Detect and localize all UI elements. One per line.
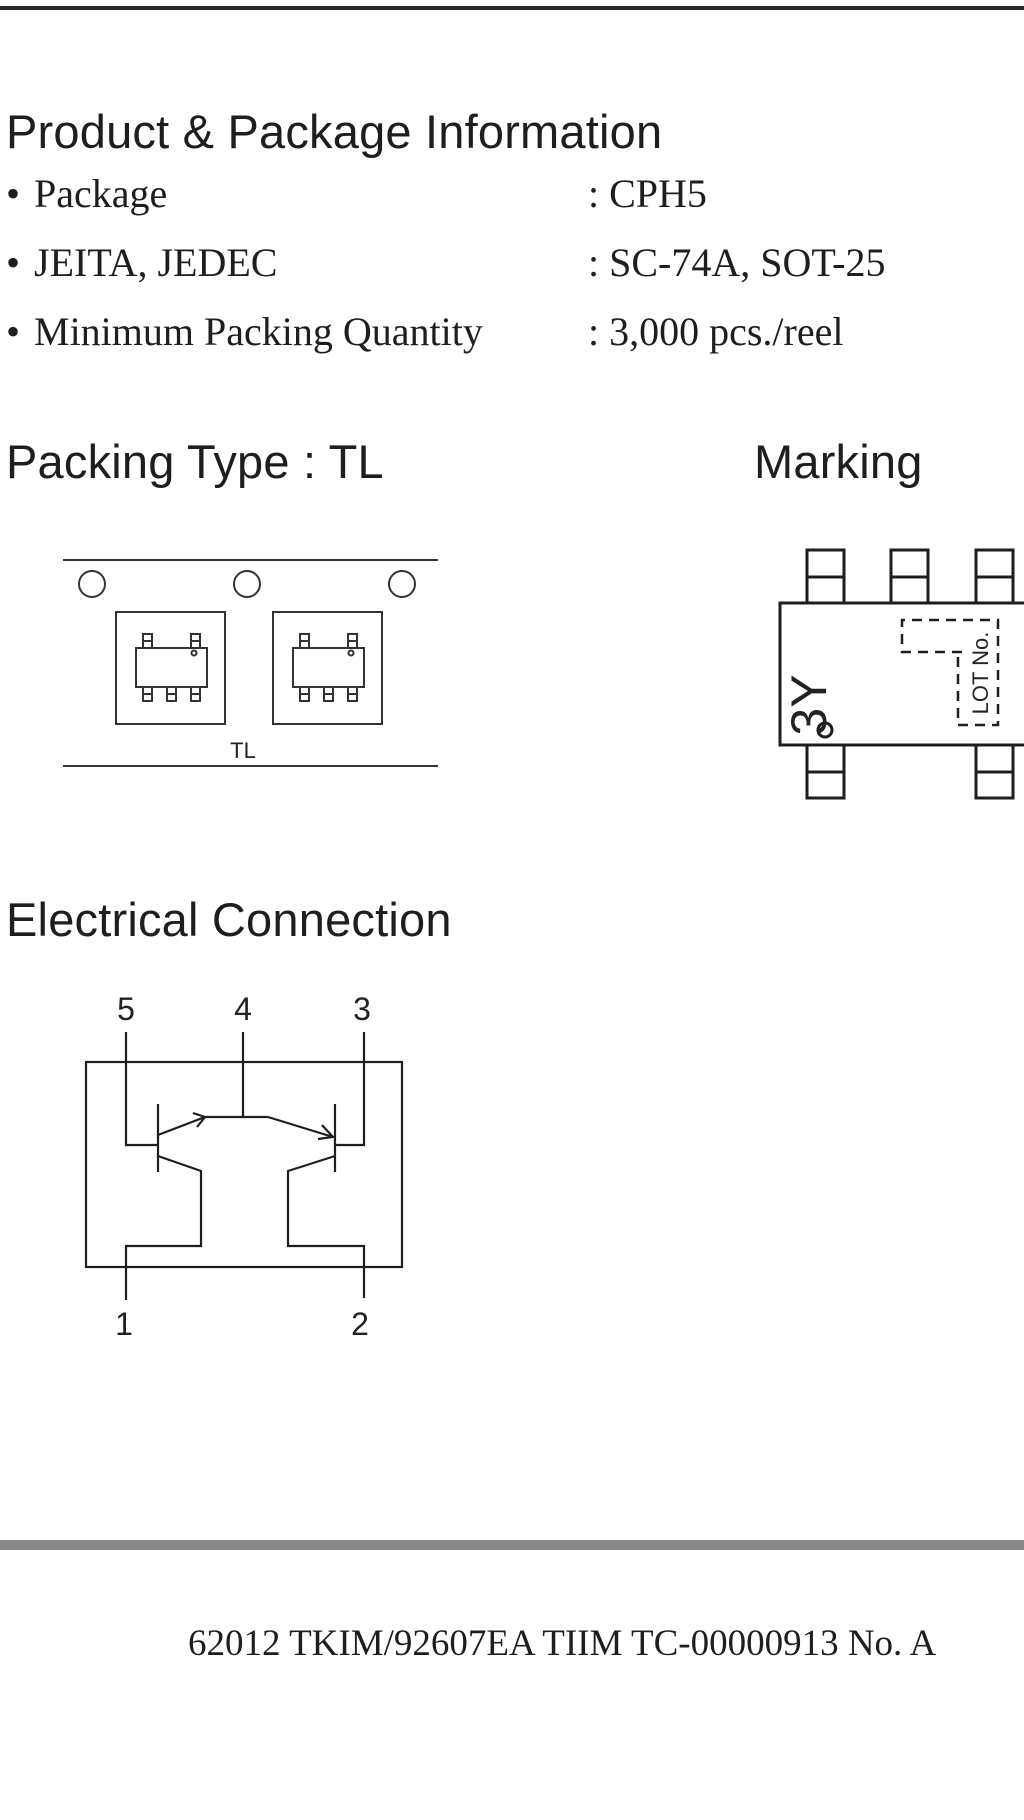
electrical-connection-heading: Electrical Connection [6,893,452,946]
pin-label-3: 3 [353,991,371,1027]
packing-type-heading: Packing Type : TL [6,435,384,488]
sprocket-hole [388,570,416,598]
info-row-jeita-jedec: • JEITA, JEDEC : SC-74A, SOT-25 [6,239,885,286]
marking-heading: Marking [754,435,923,488]
right-emitter [267,1115,334,1139]
pin-label-1: 1 [115,1306,133,1342]
left-collector [124,1154,203,1300]
tape-pocket [272,611,383,725]
pin-label-4: 4 [234,991,252,1027]
pin-label-2: 2 [351,1306,369,1342]
lead-top [974,548,1015,605]
lead-bottom [805,743,846,800]
top-rule [0,6,1024,10]
bullet: • [6,171,21,216]
footer-document-code: 62012 TKIM/92607EA TIIM TC-00000913 No. … [188,1623,937,1664]
info-row-min-packing-qty: • Minimum Packing Quantity : 3,000 pcs./r… [6,308,844,355]
info-label: JEITA, JEDEC [34,240,278,285]
right-emitter-arrow [317,1124,336,1141]
pin3-lead [335,1032,366,1147]
info-row-package: • Package : CPH5 [6,170,707,217]
footer-rule [0,1540,1024,1550]
lead-bottom [974,743,1015,800]
left-emitter-arrow [192,1111,207,1128]
pin1-dot [816,721,834,739]
info-value: : 3,000 pcs./reel [588,309,844,354]
sprocket-hole [78,570,106,598]
product-info-heading: Product & Package Information [6,105,663,158]
sprocket-hole [233,570,261,598]
info-label: Package [34,171,168,216]
marking-diagram: 3Y LOT No. [778,548,1024,800]
schematic-diagram: 5 4 3 1 2 [84,991,404,1342]
left-emitter [157,1115,206,1137]
tape-pocket [115,611,226,725]
pin5-lead [124,1032,158,1147]
pin-label-5: 5 [117,991,135,1027]
lot-label: LOT No. [968,632,993,715]
right-collector [286,1154,366,1298]
lead-top [889,548,930,605]
tape-label: TL [230,738,256,763]
lead-top [805,548,846,605]
mark-text: 3Y [781,674,837,735]
lot-area-outline [900,618,1000,727]
bullet: • [6,309,21,354]
info-value: : CPH5 [588,171,707,216]
tape-diagram: TL [63,559,438,767]
bullet: • [6,240,21,285]
info-value: : SC-74A, SOT-25 [588,240,886,285]
info-label: Minimum Packing Quantity [34,309,483,354]
